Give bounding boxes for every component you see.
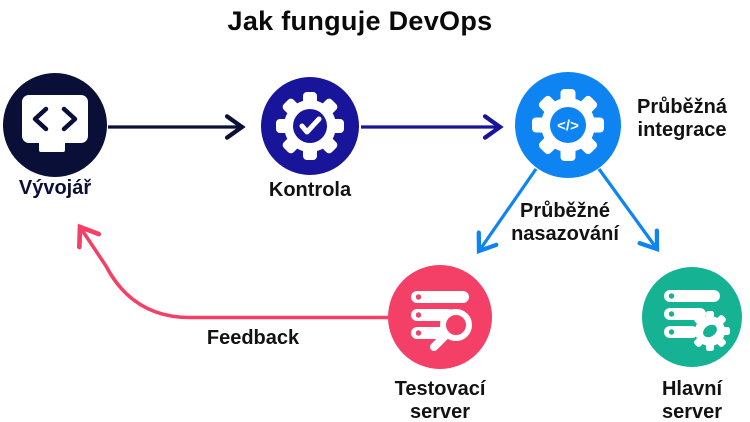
code-window-tab — [39, 141, 65, 152]
label-main-server: Hlavní server — [661, 378, 723, 422]
bracket-right — [61, 106, 78, 132]
label-continuous-deployment: Průběžné nasazování — [511, 200, 619, 246]
node-control — [261, 77, 359, 175]
arrow-integration-to-main — [597, 168, 660, 252]
node-main-server — [642, 267, 742, 367]
server-search-icon — [411, 291, 472, 351]
bracket-left — [32, 106, 49, 132]
magnifier-glass — [430, 309, 472, 351]
gear-code-icon: </> — [532, 89, 604, 161]
node-integration: </> — [515, 72, 621, 178]
node-developer — [3, 73, 107, 177]
check-mark — [299, 116, 322, 135]
node-testing-server — [388, 265, 492, 369]
small-gear — [690, 311, 730, 351]
server-stack — [664, 290, 720, 338]
code-window-frame — [22, 95, 88, 143]
gear-check-icon — [276, 92, 344, 160]
code-circle — [550, 107, 586, 143]
label-testing-server: Testovací server — [394, 378, 486, 422]
arrow-integration-to-testing — [476, 168, 538, 255]
code-glyph: </> — [557, 118, 579, 135]
label-developer: Vývojář — [18, 177, 92, 199]
diagram-title: Jak funguje DevOps — [227, 6, 493, 36]
label-integration: Průběžná integrace — [636, 96, 728, 142]
arrow-feedback-testing-to-developer — [77, 223, 388, 320]
label-feedback: Feedback — [206, 327, 300, 349]
server-gear-icon — [664, 290, 730, 351]
label-control: Kontrola — [268, 179, 352, 201]
code-window-icon — [22, 95, 88, 152]
